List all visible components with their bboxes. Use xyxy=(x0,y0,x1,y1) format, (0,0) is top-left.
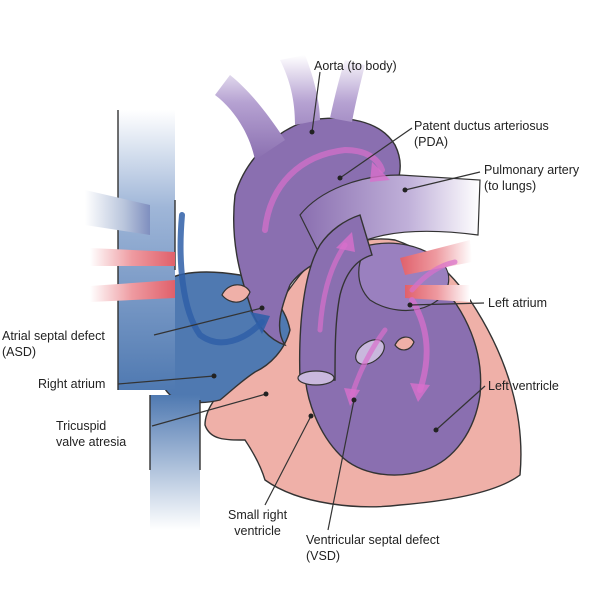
leader-dots xyxy=(211,129,439,433)
label-right-atrium: Right atrium xyxy=(38,377,106,391)
vsd-flow-arrowhead xyxy=(344,388,360,406)
label-pulmonary-artery: Pulmonary artery (to lungs) xyxy=(484,163,580,193)
aorta-flow-arrowhead xyxy=(370,162,390,182)
vena-cava xyxy=(118,110,175,390)
label-aorta: Aorta (to body) xyxy=(314,59,397,73)
blue-flow-arrow xyxy=(177,212,265,346)
lv-flow-arrowhead xyxy=(410,383,430,402)
septal-tissue xyxy=(394,336,415,351)
label-small-right-ventricle: Small right ventricle xyxy=(228,508,288,538)
label-pda: Patent ductus arteriosus (PDA) xyxy=(414,119,549,149)
label-asd: Atrial septal defect (ASD) xyxy=(2,329,105,359)
brachiocephalic-vein xyxy=(85,190,150,235)
label-vsd: Ventricular septal defect (VSD) xyxy=(306,533,440,563)
tube-flow-arrowhead xyxy=(336,232,355,252)
outflow-tube xyxy=(298,214,373,381)
lv-flow-arrow xyxy=(409,297,430,393)
atrial-septum-tissue xyxy=(221,284,251,303)
la-flow-arrow xyxy=(409,259,458,293)
pulmonary-valve xyxy=(297,370,335,386)
leader-lines xyxy=(117,71,486,531)
blue-flow-arrowhead xyxy=(250,312,270,334)
aorta-flow-arrow xyxy=(262,146,385,233)
left-pulmonary-vein-lower xyxy=(405,285,470,302)
label-left-atrium: Left atrium xyxy=(488,296,548,310)
left-pulmonary-vein-upper xyxy=(400,240,472,275)
tube-flow-arrow xyxy=(317,242,348,333)
aorta-branches xyxy=(215,55,365,160)
right-pulmonary-vein-upper xyxy=(90,248,175,266)
right-pulmonary-vein-lower xyxy=(90,280,175,302)
label-left-ventricle: Left ventricle xyxy=(488,379,559,393)
inferior-vena-cava xyxy=(150,395,200,530)
label-tricuspid-atresia: Tricuspid valve atresia xyxy=(56,419,127,449)
